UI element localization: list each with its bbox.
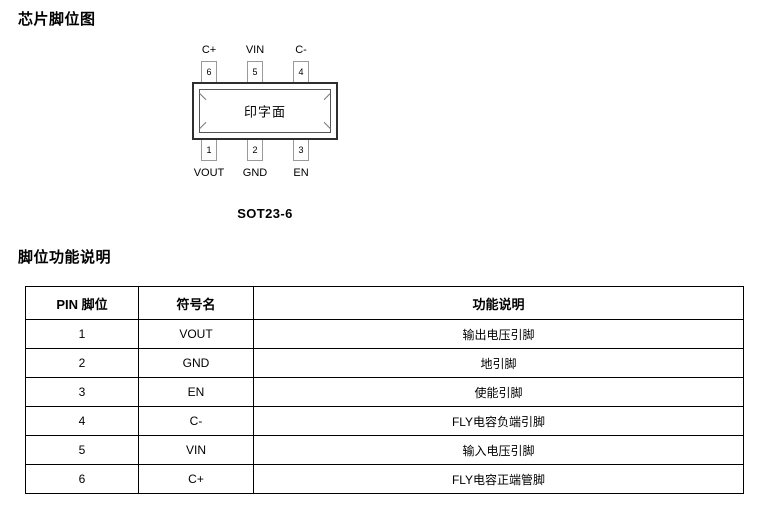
table-header-row: PIN 脚位 符号名 功能说明 xyxy=(25,286,744,320)
pin-label-c-plus-top: C+ xyxy=(201,44,217,56)
table-row: 6 C+ FLY电容正端管脚 xyxy=(25,464,744,494)
cell-pin: 2 xyxy=(25,348,139,378)
cell-desc: FLY电容正端管脚 xyxy=(253,464,744,494)
pin-label-c-minus-top: C- xyxy=(295,44,307,56)
pin-pad-2: 2 xyxy=(247,139,263,161)
cell-desc: 使能引脚 xyxy=(253,377,744,407)
pin-pad-1: 1 xyxy=(201,139,217,161)
page-title-pinout: 芯片脚位图 xyxy=(18,11,96,28)
pin-pad-3: 3 xyxy=(293,139,309,161)
bevel-top-left-icon xyxy=(199,93,207,101)
cell-pin: 1 xyxy=(25,319,139,349)
cell-pin: 4 xyxy=(25,406,139,436)
pin-label-vout-bottom: VOUT xyxy=(193,167,225,179)
chip-body: 印字面 xyxy=(192,82,338,140)
cell-desc: 地引脚 xyxy=(253,348,744,378)
pin-pad-6: 6 xyxy=(201,61,217,83)
table-row: 5 VIN 输入电压引脚 xyxy=(25,435,744,465)
table-row: 4 C- FLY电容负端引脚 xyxy=(25,406,744,436)
table-header-desc: 功能说明 xyxy=(253,286,744,320)
page-title-pin-function: 脚位功能说明 xyxy=(18,249,112,266)
bevel-top-right-icon xyxy=(323,93,331,101)
cell-pin: 6 xyxy=(25,464,139,494)
pin-pad-4: 4 xyxy=(293,61,309,83)
bevel-bottom-left-icon xyxy=(199,121,207,129)
cell-symbol: C- xyxy=(138,406,254,436)
chip-body-marking-text: 印字面 xyxy=(243,104,286,120)
pin-label-gnd-bottom: GND xyxy=(242,167,268,179)
cell-desc: 输入电压引脚 xyxy=(253,435,744,465)
chip-body-bevel: 印字面 xyxy=(199,89,331,133)
table-header-pin: PIN 脚位 xyxy=(25,286,139,320)
package-caption: SOT23-6 xyxy=(237,206,293,221)
cell-symbol: VOUT xyxy=(138,319,254,349)
cell-pin: 5 xyxy=(25,435,139,465)
pin-label-en-bottom: EN xyxy=(293,167,309,179)
cell-symbol: EN xyxy=(138,377,254,407)
cell-symbol: VIN xyxy=(138,435,254,465)
table-header-symbol: 符号名 xyxy=(138,286,254,320)
pin-function-table: PIN 脚位 符号名 功能说明 1 VOUT 输出电压引脚 2 GND 地引脚 … xyxy=(25,286,744,494)
bevel-bottom-right-icon xyxy=(323,121,331,129)
chip-package-diagram: C+ VIN C- 6 5 4 印字面 1 2 3 VOUT GND EN SO… xyxy=(180,40,350,230)
table-row: 2 GND 地引脚 xyxy=(25,348,744,378)
cell-symbol: GND xyxy=(138,348,254,378)
table-row: 3 EN 使能引脚 xyxy=(25,377,744,407)
cell-symbol: C+ xyxy=(138,464,254,494)
pin-label-vin-top: VIN xyxy=(245,44,265,56)
pin-pad-5: 5 xyxy=(247,61,263,83)
cell-desc: FLY电容负端引脚 xyxy=(253,406,744,436)
cell-desc: 输出电压引脚 xyxy=(253,319,744,349)
cell-pin: 3 xyxy=(25,377,139,407)
table-row: 1 VOUT 输出电压引脚 xyxy=(25,319,744,349)
